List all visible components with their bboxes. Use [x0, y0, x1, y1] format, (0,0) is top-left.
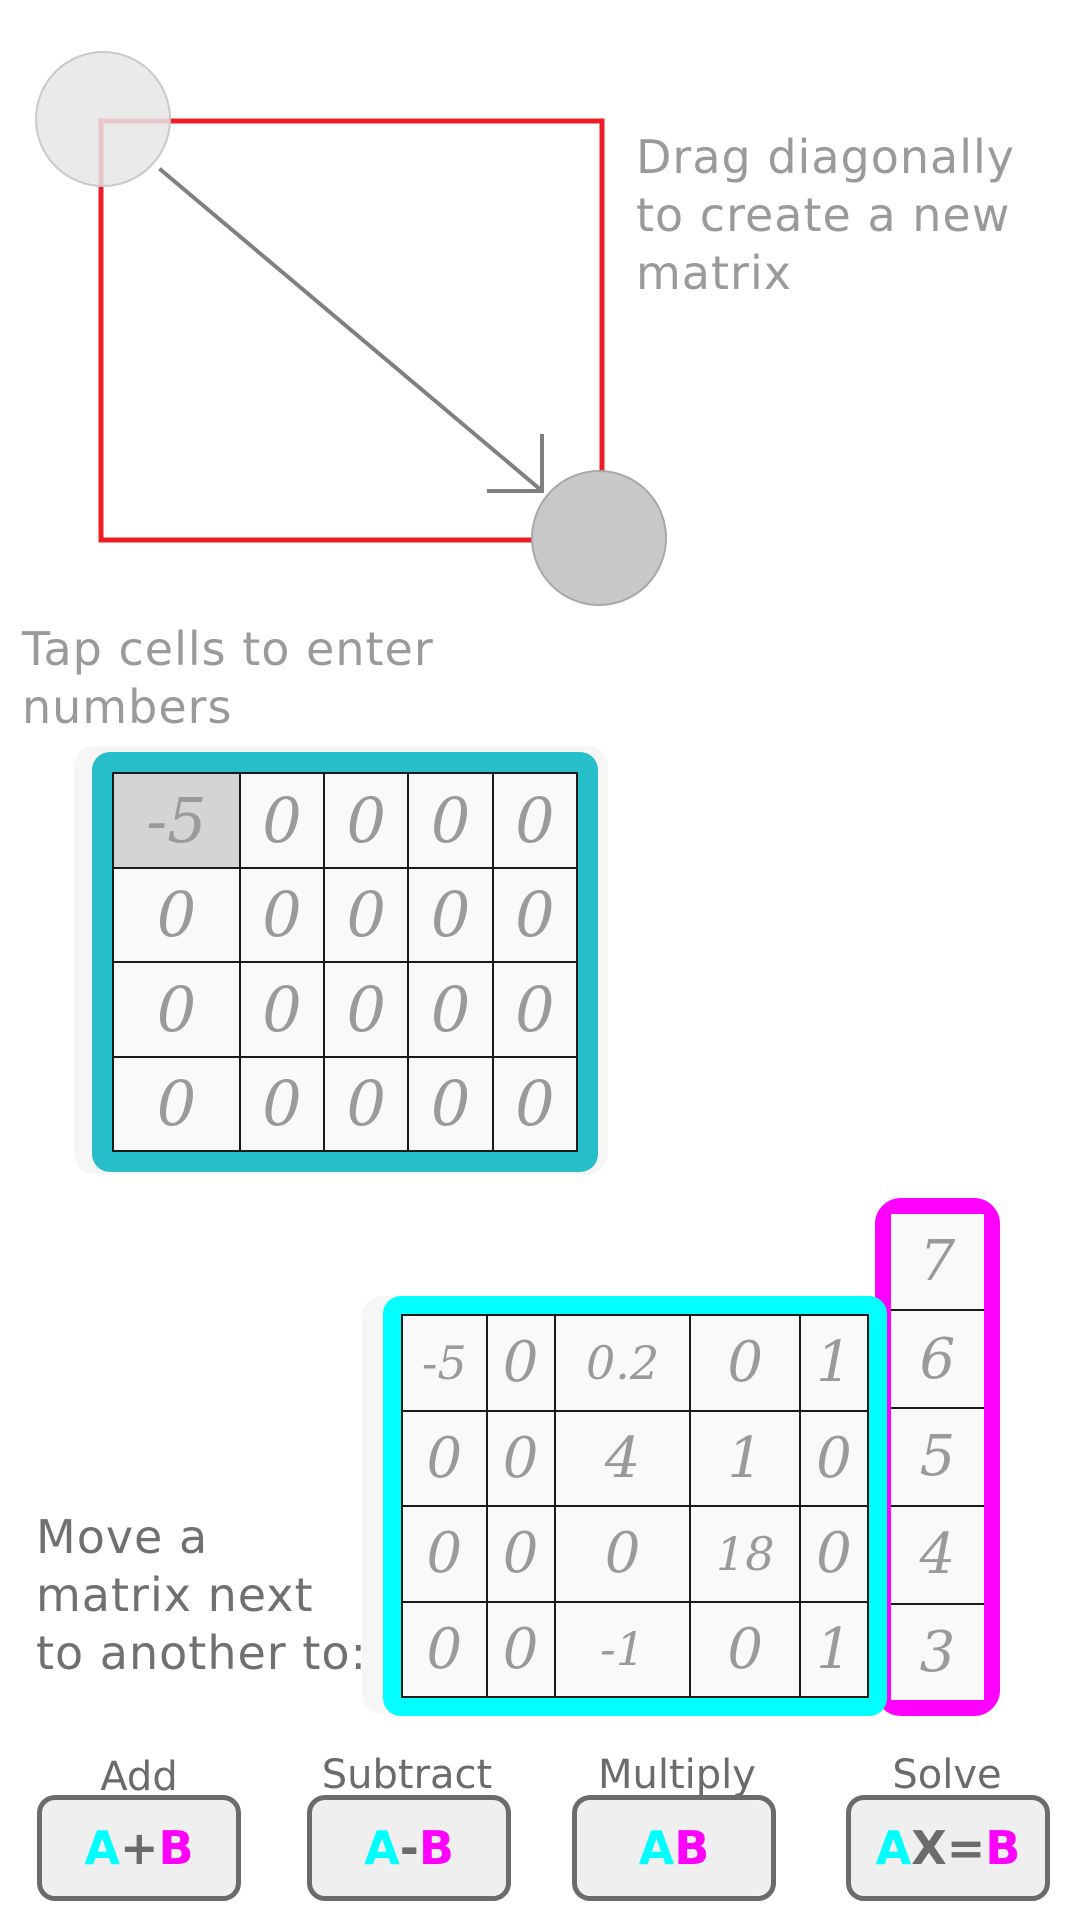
- matrix-cell[interactable]: 0.2: [553, 1314, 692, 1412]
- matrix-cell[interactable]: 0: [401, 1409, 488, 1507]
- matrix-cell[interactable]: 0: [238, 866, 326, 963]
- matrix-cell[interactable]: 6: [891, 1309, 984, 1410]
- solve-button[interactable]: AX=B: [846, 1795, 1050, 1901]
- matrix-b-grid: 7 6 5 4 3: [891, 1214, 984, 1700]
- drag-end-handle-icon[interactable]: [531, 470, 667, 606]
- matrix-cell[interactable]: 0: [323, 772, 410, 869]
- multiply-button[interactable]: AB: [572, 1795, 776, 1901]
- matrix-cell[interactable]: 0: [238, 772, 326, 869]
- matrix-cell[interactable]: 0: [798, 1505, 870, 1603]
- matrix-cell[interactable]: 1: [798, 1314, 870, 1412]
- matrix-cell[interactable]: 0: [323, 961, 410, 1058]
- matrix-cell[interactable]: 0: [491, 772, 579, 869]
- matrix-cell[interactable]: 3: [891, 1602, 984, 1700]
- matrix-b[interactable]: 7 6 5 4 3: [875, 1198, 1000, 1716]
- matrix-cell[interactable]: 0: [485, 1505, 556, 1603]
- matrix-cell[interactable]: 5: [891, 1407, 984, 1507]
- add-button[interactable]: A+B: [37, 1795, 241, 1901]
- op-label-multiply: Multiply: [598, 1752, 756, 1798]
- op-label-solve: Solve: [892, 1752, 1002, 1798]
- symbol-a: A: [875, 1821, 912, 1875]
- matrix-cell[interactable]: 0: [323, 866, 410, 963]
- matrix-cell[interactable]: 0: [112, 961, 241, 1058]
- op-label-add: Add: [100, 1754, 178, 1800]
- selection-rectangle: [98, 118, 605, 543]
- tap-hint-text: Tap cells to enter numbers: [22, 622, 434, 734]
- matrix-cell[interactable]: 1: [798, 1600, 870, 1698]
- entry-matrix[interactable]: -5 0 0 0 0 0 0 0 0 0 0 0 0 0 0 0 0 0 0 0: [92, 752, 598, 1172]
- entry-matrix-grid: -5 0 0 0 0 0 0 0 0 0 0 0 0 0 0 0 0 0 0 0: [112, 772, 579, 1152]
- operator-symbol: X=: [911, 1821, 986, 1875]
- matrix-cell[interactable]: 0: [401, 1600, 488, 1698]
- matrix-cell[interactable]: 0: [491, 1055, 579, 1152]
- matrix-cell[interactable]: 7: [891, 1214, 984, 1312]
- matrix-cell[interactable]: 0: [485, 1314, 556, 1412]
- matrix-cell[interactable]: 0: [112, 1055, 241, 1152]
- drag-demo-illustration: [35, 51, 667, 606]
- matrix-a[interactable]: -5 0 0.2 0 1 0 0 4 1 0 0 0 0 18 0 0 0 -1…: [383, 1296, 887, 1716]
- matrix-cell[interactable]: 4: [553, 1409, 692, 1507]
- operator-symbol: +: [120, 1821, 159, 1875]
- symbol-b: B: [985, 1821, 1021, 1875]
- matrix-cell[interactable]: -1: [553, 1600, 692, 1698]
- diagonal-arrow-icon: [158, 167, 544, 493]
- operator-symbol: -: [399, 1821, 419, 1875]
- matrix-cell[interactable]: -5: [401, 1314, 488, 1412]
- matrix-cell[interactable]: 0: [689, 1314, 801, 1412]
- matrix-cell[interactable]: 0: [553, 1505, 692, 1603]
- matrix-cell[interactable]: 0: [485, 1409, 556, 1507]
- matrix-cell[interactable]: 0: [407, 866, 494, 963]
- matrix-cell[interactable]: 4: [891, 1504, 984, 1605]
- matrix-cell[interactable]: 0: [238, 1055, 326, 1152]
- matrix-cell[interactable]: 0: [485, 1600, 556, 1698]
- matrix-cell[interactable]: 0: [323, 1055, 410, 1152]
- drag-hint-text: Drag diagonally to create a new matrix: [636, 130, 1015, 300]
- symbol-b: B: [674, 1821, 710, 1875]
- matrix-cell[interactable]: 0: [491, 866, 579, 963]
- symbol-b: B: [418, 1821, 454, 1875]
- matrix-cell[interactable]: 0: [798, 1409, 870, 1507]
- symbol-a: A: [638, 1821, 675, 1875]
- matrix-cell[interactable]: 0: [407, 1055, 494, 1152]
- matrix-cell[interactable]: 0: [491, 961, 579, 1058]
- matrix-cell[interactable]: 0: [112, 866, 241, 963]
- symbol-a: A: [364, 1821, 400, 1875]
- symbol-b: B: [158, 1821, 194, 1875]
- subtract-button[interactable]: A-B: [307, 1795, 511, 1901]
- matrix-cell[interactable]: 0: [689, 1600, 801, 1698]
- matrix-cell[interactable]: -5: [112, 772, 241, 869]
- op-label-subtract: Subtract: [321, 1752, 493, 1798]
- matrix-cell[interactable]: 18: [689, 1505, 801, 1603]
- matrix-cell[interactable]: 0: [401, 1505, 488, 1603]
- drag-start-handle-icon[interactable]: [35, 51, 171, 187]
- matrix-cell[interactable]: 0: [407, 772, 494, 869]
- move-hint-text: Move a matrix next to another to:: [36, 1510, 367, 1680]
- symbol-a: A: [84, 1821, 120, 1875]
- matrix-cell[interactable]: 0: [238, 961, 326, 1058]
- matrix-cell[interactable]: 1: [689, 1409, 801, 1507]
- matrix-a-grid: -5 0 0.2 0 1 0 0 4 1 0 0 0 0 18 0 0 0 -1…: [401, 1314, 870, 1698]
- matrix-cell[interactable]: 0: [407, 961, 494, 1058]
